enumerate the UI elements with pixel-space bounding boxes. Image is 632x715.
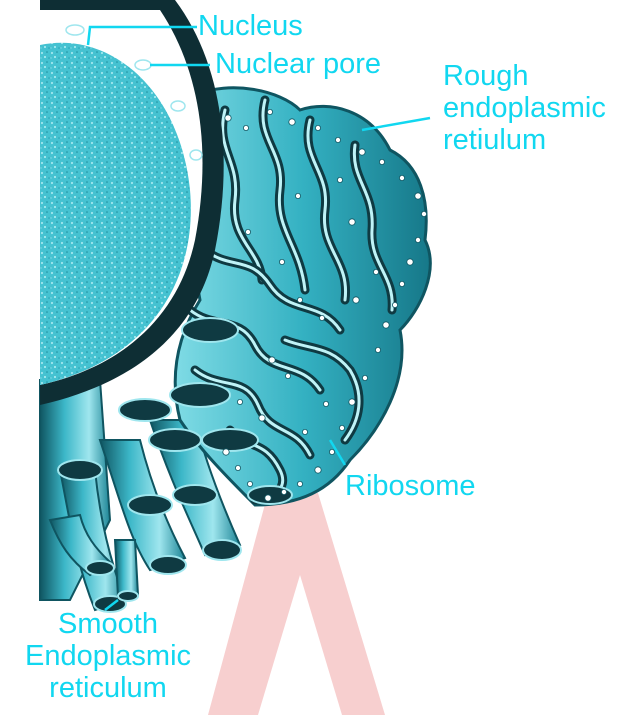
ribosome-dot — [319, 315, 324, 320]
ribosome-dot — [302, 429, 307, 434]
ribosome-dot — [349, 219, 355, 225]
ribosome-dot — [373, 269, 378, 274]
label-rough-er: Rough endoplasmic retiulum — [443, 60, 606, 156]
ribosome-dot — [265, 495, 271, 501]
ribosome-dot — [247, 481, 252, 486]
ribosome-dot — [392, 302, 397, 307]
ribosome-dot — [323, 401, 328, 406]
ribosome-dot — [349, 399, 355, 405]
ribosome-dot — [281, 489, 286, 494]
label-rough-er-line1: Rough — [443, 60, 606, 92]
ribosome-dot — [289, 119, 295, 125]
ribosome-dot — [353, 297, 359, 303]
ribosome-dot — [279, 259, 284, 264]
label-smooth-er-line2: Endoplasmic — [8, 640, 208, 672]
ribosome-dot — [337, 177, 342, 182]
label-smooth-er-line1: Smooth — [8, 608, 208, 640]
ribosome-dot — [297, 481, 302, 486]
label-smooth-er-line3: reticulum — [8, 672, 208, 704]
label-nucleus: Nucleus — [198, 10, 303, 42]
ribosome-dot — [407, 259, 413, 265]
ribosome-dot — [285, 373, 290, 378]
ribosome-dot — [269, 357, 275, 363]
ribosome-dot — [245, 229, 250, 234]
ribosome-dot — [375, 347, 380, 352]
label-smooth-er: Smooth Endoplasmic reticulum — [8, 608, 208, 704]
ribosome-dot — [379, 159, 384, 164]
ribosome-dot — [415, 237, 420, 242]
ribosome-dot — [399, 175, 404, 180]
ribosome-dot — [315, 467, 321, 473]
label-nuclear-pore: Nuclear pore — [215, 48, 381, 80]
ribosome-dot — [415, 193, 421, 199]
label-ribosome: Ribosome — [345, 470, 476, 502]
ribosome-dot — [399, 281, 404, 286]
label-rough-er-line3: retiulum — [443, 124, 606, 156]
ribosome-dot — [329, 449, 334, 454]
ribosome-dot — [267, 109, 272, 114]
ribosome-dot — [362, 375, 367, 380]
ribosome-dot — [237, 399, 242, 404]
ribosome-dot — [421, 211, 426, 216]
ribosome-dot — [359, 149, 365, 155]
ribosome-dot — [297, 297, 302, 302]
ribosome-dot — [259, 415, 265, 421]
label-rough-er-line2: endoplasmic — [443, 92, 606, 124]
ribosome-dot — [225, 115, 231, 121]
watermark-logo — [208, 493, 385, 715]
ribosome-dot — [315, 125, 320, 130]
ribosome-dot — [235, 465, 240, 470]
ribosome-dot — [243, 125, 248, 130]
ribosome-dot — [335, 137, 340, 142]
ribosome-dot — [295, 193, 300, 198]
ribosome-dot — [383, 322, 389, 328]
ribosome-dot — [223, 449, 229, 455]
ribosome-dot — [339, 425, 344, 430]
